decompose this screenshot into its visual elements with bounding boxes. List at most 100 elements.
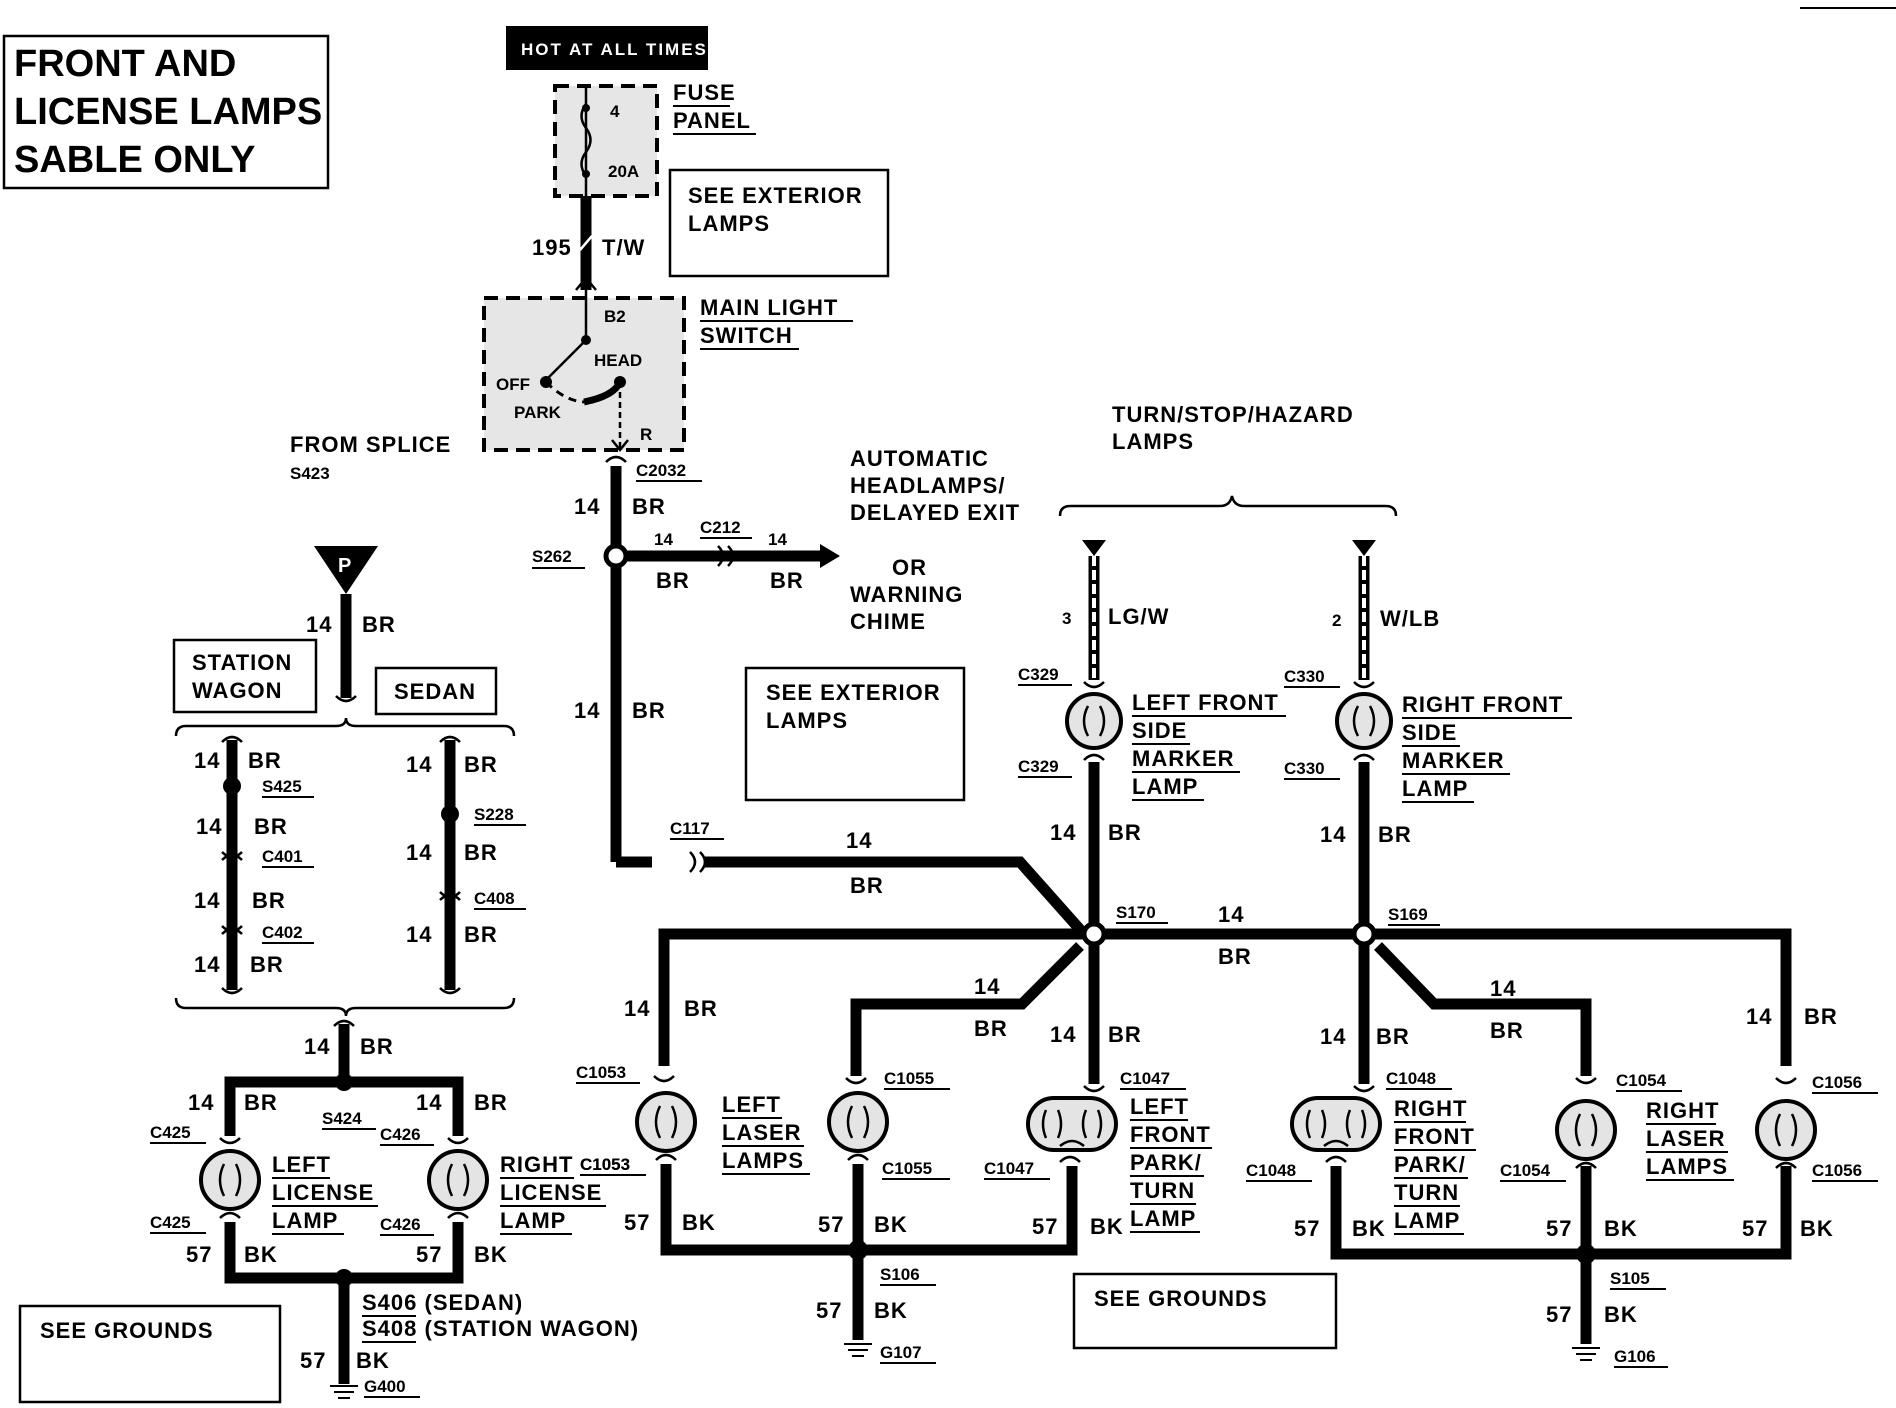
wire-14-b2: 14 (768, 530, 787, 549)
splice-s105: S105 (1610, 1269, 1650, 1288)
sedan-box (374, 666, 498, 716)
left-license-lamp (199, 1149, 261, 1211)
p-terminal-label: P (338, 555, 351, 577)
wire-57-f: 57 (1546, 1216, 1572, 1241)
from-splice-label: FROM SPLICE (290, 432, 451, 457)
connector-c401: C401 (262, 847, 303, 866)
wire-wlb-label: W/LB (1380, 606, 1440, 631)
fuse-panel-label-1: FUSE (673, 80, 736, 105)
from-splice-s423: S423 (290, 464, 330, 483)
wire-14-k: 14 (1320, 1024, 1346, 1049)
wire-bk-l1: BK (244, 1242, 278, 1267)
connector-c330-bottom: C330 (1284, 759, 1325, 778)
wire-bk-c: BK (1090, 1214, 1124, 1239)
automatic-label-3: DELAYED EXIT (850, 500, 1020, 525)
wire-14-sw1: 14 (194, 748, 220, 773)
wire-to-c1054 (1374, 942, 1592, 1076)
right-front-park-label-1: RIGHT (1394, 1096, 1467, 1121)
wire-2: 2 (1332, 611, 1341, 630)
right-license-label-2: LICENSE (500, 1180, 602, 1205)
connector-c1053-license: C1053 (580, 1155, 630, 1174)
or-warning-label-1: OR (892, 555, 927, 580)
wire-14-sw4: 14 (194, 952, 220, 977)
wire-14-m: 14 (1746, 1004, 1772, 1029)
wire-br-r: BR (244, 1090, 278, 1115)
switch-blade (545, 339, 587, 381)
wire-br-sw2: BR (254, 814, 288, 839)
wire-57-l3: 57 (300, 1348, 326, 1373)
splice-s106-dot (848, 1240, 868, 1260)
right-laser-label-1: RIGHT (1646, 1098, 1719, 1123)
wire-to-c1055 (850, 942, 1084, 1076)
ground-g107-icon (844, 1343, 872, 1357)
wire-3: 3 (1062, 609, 1071, 628)
connector-c1054-top: C1054 (1616, 1071, 1667, 1090)
wire-57-d: 57 (816, 1298, 842, 1323)
connector-c402: C402 (262, 923, 303, 942)
body-style-bracket-bottom (174, 997, 516, 1017)
title-line-1: FRONT AND (14, 43, 236, 85)
see-exterior-lamps-top-1: SEE EXTERIOR (688, 183, 863, 208)
body-style-bracket-top (174, 717, 516, 737)
hot-at-all-times-tag (506, 26, 708, 70)
wire-bk-e: BK (1352, 1216, 1386, 1241)
connector-c117: C117 (670, 819, 710, 838)
ground-g107: G107 (880, 1343, 922, 1362)
splice-s425-dot (223, 777, 241, 795)
wire-195-color: T/W (602, 235, 645, 260)
main-light-switch-label-2: SWITCH (700, 323, 793, 348)
station-wagon-label-1: STATION (192, 650, 292, 675)
wire-br-sw3: BR (252, 888, 286, 913)
left-front-park-label-5: LAMP (1130, 1206, 1196, 1231)
wire-bus-left (658, 928, 1094, 1066)
right-laser-label-3: LAMPS (1646, 1154, 1728, 1179)
connector-c2032: C2032 (636, 461, 686, 480)
fuse-panel-label-2: PANEL (673, 108, 751, 133)
wire-14-h: 14 (624, 996, 650, 1021)
connector-c1053-top: C1053 (576, 1063, 626, 1082)
right-license-lamp (427, 1149, 489, 1211)
wire-57-h: 57 (1546, 1302, 1572, 1327)
see-exterior-lamps-box-top (668, 168, 890, 278)
splice-s169: S169 (1388, 905, 1428, 924)
splice-s262-dot (603, 543, 629, 569)
wire-br-k: BR (1376, 1024, 1410, 1049)
wire-14-se2: 14 (406, 840, 432, 865)
wire-br-e: BR (1108, 820, 1142, 845)
wire-br-l: BR (1490, 1018, 1524, 1043)
wire-br-s: BR (474, 1090, 508, 1115)
left-license-label-2: LICENSE (272, 1180, 374, 1205)
main-light-switch-label-1: MAIN LIGHT (700, 295, 838, 320)
wire-57-b: 57 (818, 1212, 844, 1237)
automatic-label-2: HEADLAMPS/ (850, 473, 1005, 498)
right-license-label-1: RIGHT (500, 1152, 573, 1177)
right-front-park-label-3: PARK/ (1394, 1152, 1466, 1177)
connector-c330-top: C330 (1284, 667, 1325, 686)
connector-c1047-top: C1047 (1120, 1069, 1170, 1088)
wire-14-s: 14 (416, 1090, 442, 1115)
splice-s406-dot (335, 1269, 353, 1287)
wire-14-j: 14 (1050, 1022, 1076, 1047)
turn-stop-hazard-bracket (1058, 495, 1398, 517)
splice-s408: S408 (STATION WAGON) (362, 1316, 639, 1341)
splice-s170: S170 (1116, 903, 1156, 922)
wire-14-r: 14 (188, 1090, 214, 1115)
left-front-park-label-2: FRONT (1130, 1122, 1211, 1147)
wire-195-circuit: 195 (532, 235, 572, 260)
wire-14-i: 14 (974, 974, 1000, 999)
ground-g106: G106 (1614, 1347, 1656, 1366)
splice-s425: S425 (262, 777, 302, 796)
wire-14-c: 14 (574, 698, 600, 723)
left-laser-label-1: LEFT (722, 1092, 781, 1117)
left-side-marker-lamp (1065, 692, 1123, 750)
connector-c408: C408 (474, 889, 515, 908)
right-side-marker-label-4: LAMP (1402, 776, 1468, 801)
hot-at-all-times-label: HOT AT ALL TIMES (521, 40, 708, 59)
switch-r: R (640, 425, 652, 444)
right-side-marker-label-2: SIDE (1402, 720, 1457, 745)
right-front-park-label-4: TURN (1394, 1180, 1459, 1205)
wire-br-se2: BR (464, 840, 498, 865)
see-exterior-lamps-box-mid (744, 666, 966, 802)
wire-br-d: BR (850, 873, 884, 898)
